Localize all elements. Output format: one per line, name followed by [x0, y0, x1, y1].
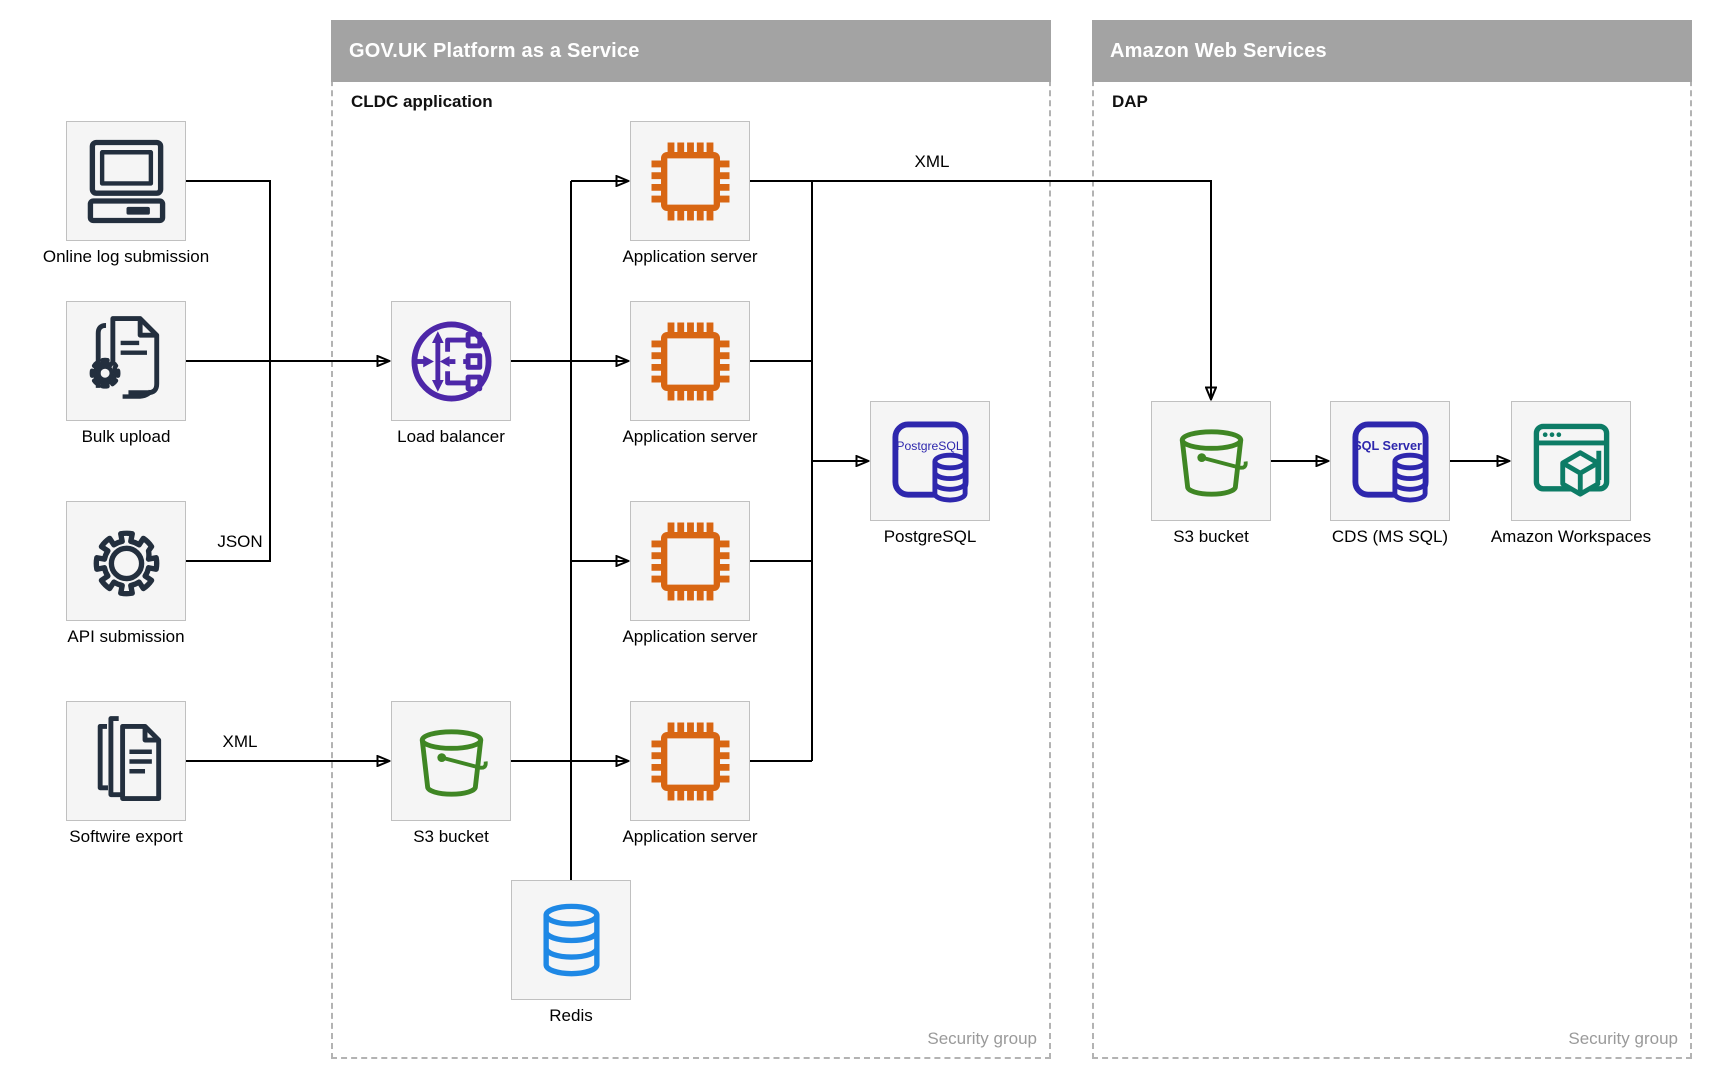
edge-label-json: JSON	[217, 532, 263, 551]
node-label: Online log submission	[42, 247, 210, 266]
container-sublabel: DAP	[1112, 92, 1148, 111]
node-bulk-upload: Bulk upload	[26, 301, 226, 447]
edge-label-xml-softwire: XML	[222, 732, 258, 751]
container-title: Amazon Web Services	[1110, 39, 1327, 62]
node-app-server-2: Application server	[590, 301, 790, 447]
node-box	[66, 301, 186, 421]
node-label: Application server	[622, 247, 758, 266]
edge-label-xml-app: XML	[914, 152, 950, 171]
node-label: Application server	[622, 427, 758, 446]
sql-server-icon-text: SQL Server	[1353, 438, 1422, 452]
node-label: S3 bucket	[413, 827, 489, 846]
node-label: Redis	[549, 1006, 593, 1025]
node-s3-bucket-paas: S3 bucket	[351, 701, 551, 847]
node-box	[630, 301, 750, 421]
s3-bucket-icon	[419, 728, 488, 797]
document-gear-icon	[89, 315, 159, 399]
node-box: SQL Server	[1330, 401, 1450, 521]
node-box: PostgreSQL	[870, 401, 990, 521]
node-box	[1151, 401, 1271, 521]
node-app-server-4: Application server	[590, 701, 790, 847]
node-label: CDS (MS SQL)	[1331, 527, 1449, 546]
node-load-balancer: Load balancer	[351, 301, 551, 447]
node-label: S3 bucket	[1173, 527, 1249, 546]
container-header: GOV.UK Platform as a Service	[331, 20, 1051, 82]
node-box	[66, 121, 186, 241]
computer-icon	[87, 139, 165, 223]
node-box	[66, 701, 186, 821]
security-group-label: Security group	[927, 1029, 1037, 1048]
documents-stack-icon	[97, 715, 161, 801]
node-box	[630, 121, 750, 241]
chip-icon	[651, 142, 729, 220]
postgresql-icon-text: PostgreSQL	[896, 438, 963, 452]
node-cds-ms-sql: SQL Server CDS (MS SQL)	[1290, 401, 1490, 547]
gear-icon	[93, 530, 159, 596]
sql-server-database-icon: SQL Server	[1351, 421, 1429, 502]
node-box	[391, 301, 511, 421]
chip-icon	[651, 722, 729, 800]
node-online-log-submission: Online log submission	[26, 121, 226, 267]
node-label: Bulk upload	[81, 427, 171, 446]
node-postgresql: PostgreSQL PostgreSQL	[830, 401, 1030, 547]
s3-bucket-icon	[1179, 428, 1248, 497]
load-balancer-icon	[411, 321, 491, 401]
node-s3-bucket-aws: S3 bucket	[1111, 401, 1311, 547]
node-softwire-export: Softwire export	[26, 701, 226, 847]
node-label: PostgreSQL	[883, 527, 977, 546]
node-label: API submission	[67, 627, 185, 646]
container-header: Amazon Web Services	[1092, 20, 1692, 82]
workspaces-icon	[1533, 423, 1609, 497]
node-label: Softwire export	[69, 827, 183, 846]
node-label: Load balancer	[397, 427, 505, 446]
database-cylinder-icon	[542, 903, 600, 976]
container-sublabel: CLDC application	[351, 92, 493, 111]
node-box	[630, 501, 750, 621]
chip-icon	[651, 522, 729, 600]
node-app-server-1: Application server	[590, 121, 790, 267]
node-app-server-3: Application server	[590, 501, 790, 647]
node-box	[630, 701, 750, 821]
node-label: Amazon Workspaces	[1490, 527, 1652, 546]
node-redis: Redis	[471, 880, 671, 1026]
node-box	[1511, 401, 1631, 521]
postgresql-database-icon: PostgreSQL	[891, 421, 969, 502]
node-label: Application server	[622, 827, 758, 846]
node-amazon-workspaces: Amazon Workspaces	[1471, 401, 1671, 547]
security-group-label: Security group	[1568, 1029, 1678, 1048]
node-box	[391, 701, 511, 821]
container-title: GOV.UK Platform as a Service	[349, 39, 640, 62]
chip-icon	[651, 322, 729, 400]
node-box	[511, 880, 631, 1000]
node-api-submission: API submission	[26, 501, 226, 647]
node-label: Application server	[622, 627, 758, 646]
node-box	[66, 501, 186, 621]
